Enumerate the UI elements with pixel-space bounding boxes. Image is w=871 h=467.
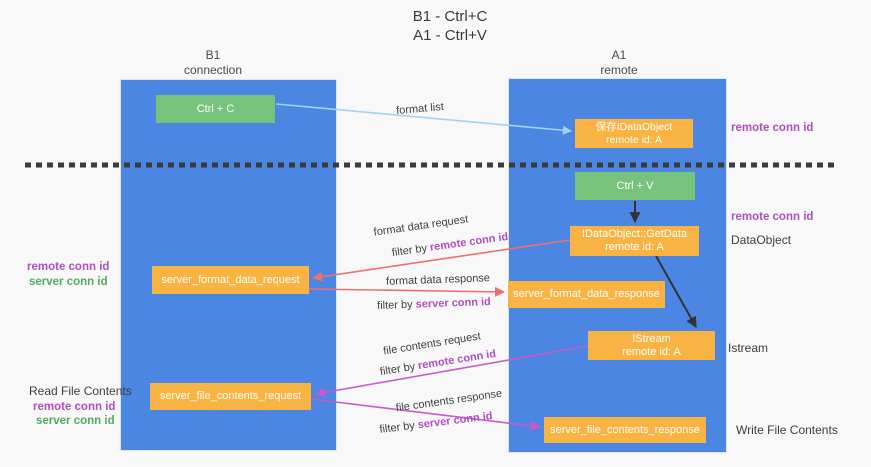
title-line-2: A1 - Ctrl+V (413, 27, 487, 44)
label-remote-conn-id-left-file: remote conn id (33, 401, 116, 413)
node-server-file-contents-response: server_file_contents_response (544, 417, 706, 443)
arrow-format-list (275, 103, 572, 135)
left-column-name: B1 (205, 48, 221, 62)
node-server-file-contents-request: server_file_contents_request (150, 383, 311, 410)
node-server-format-data-request: server_format_data_request (152, 266, 309, 294)
title-line-1: B1 - Ctrl+C (412, 8, 488, 25)
left-column-role: connection (183, 63, 243, 77)
label-dataobject: DataObject (731, 233, 792, 247)
label-remote-conn-id-left-format: remote conn id (27, 261, 110, 273)
node-idataobject-getdata-line2: remote id: A (605, 241, 664, 253)
left-column-header: B1 connection (153, 48, 273, 78)
label-remote-conn-id-mid-right: remote conn id (731, 211, 814, 223)
node-server-file-contents-response-label: server_file_contents_response (550, 423, 700, 436)
label-read-file-contents: Read File Contents (29, 384, 132, 398)
arrow-format-data-request (312, 239, 571, 282)
node-istream: IStream remote id: A (588, 331, 715, 360)
node-server-format-data-request-label: server_format_data_request (161, 273, 300, 286)
node-idataobject-getdata-line1: IDataObject::GetData (581, 228, 688, 240)
right-column-role: remote (600, 63, 638, 77)
node-save-idataobject-line1: 保存IDataObject (595, 120, 673, 133)
arrow-format-data-response (308, 286, 505, 297)
label-write-file-contents: Write File Contents (736, 423, 838, 437)
arrow-getdata-to-istream (655, 255, 697, 328)
label-server-conn-id-left-file: server conn id (36, 415, 115, 427)
node-istream-line1: IStream (632, 332, 671, 345)
node-save-idataobject: 保存IDataObject remote id: A (575, 119, 693, 148)
node-istream-line2: remote id: A (622, 345, 681, 358)
label-server-conn-id-left-format: server conn id (29, 276, 108, 288)
node-idataobject-getdata: IDataObject::GetData remote id: A (570, 226, 699, 256)
arrow-file-contents-request (315, 345, 589, 398)
node-server-format-data-response-label: server_format_data_response (513, 288, 660, 300)
node-save-idataobject-line2: remote id: A (605, 133, 663, 146)
diagram-title: B1 - Ctrl+C A1 - Ctrl+V (330, 7, 570, 45)
node-ctrl-c-label: Ctrl + C (196, 102, 235, 115)
node-server-format-data-response: server_format_data_response (508, 281, 665, 308)
node-ctrl-v: Ctrl + V (575, 172, 695, 200)
node-ctrl-c: Ctrl + C (156, 95, 275, 123)
label-remote-conn-id-top-right: remote conn id (731, 122, 814, 134)
node-server-file-contents-request-label: server_file_contents_request (159, 390, 302, 402)
node-ctrl-v-label: Ctrl + V (616, 179, 654, 192)
right-column-header: A1 remote (559, 48, 679, 78)
arrow-file-contents-response (310, 398, 541, 431)
right-column-name: A1 (611, 48, 627, 62)
filter-by-text: filter by (376, 298, 413, 312)
label-istream: Istream (728, 341, 769, 355)
